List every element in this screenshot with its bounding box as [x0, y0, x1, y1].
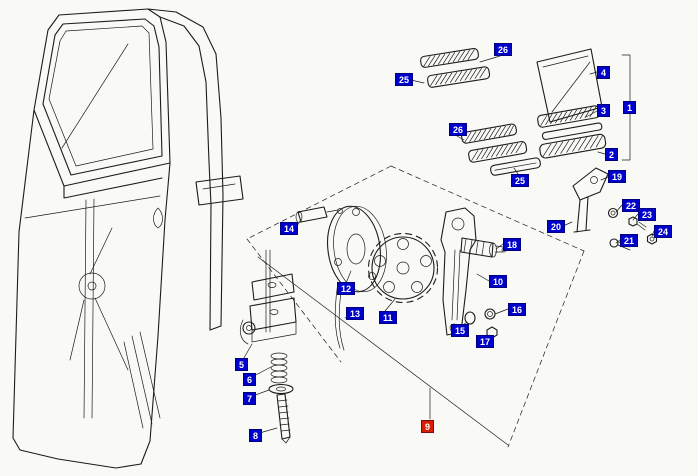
- part-label-24[interactable]: 24: [654, 225, 673, 238]
- part-label-8[interactable]: 8: [249, 429, 263, 442]
- channel-strip: [420, 47, 479, 68]
- washer-part: [268, 383, 294, 395]
- part-label-21[interactable]: 21: [620, 234, 639, 247]
- part-label-23[interactable]: 23: [638, 208, 657, 221]
- part-label-12[interactable]: 12: [337, 282, 356, 295]
- part-label-9[interactable]: 9: [421, 420, 435, 433]
- part-label-2[interactable]: 2: [605, 148, 619, 161]
- part-label-7[interactable]: 7: [243, 392, 257, 405]
- washer-part: [607, 207, 619, 219]
- part-label-13[interactable]: 13: [346, 307, 365, 320]
- glass-run-strip: [541, 122, 603, 140]
- door-drawing: [12, 8, 244, 469]
- part-label-17[interactable]: 17: [476, 335, 495, 348]
- part-label-11[interactable]: 11: [379, 311, 397, 324]
- channel-strip: [461, 123, 517, 144]
- part-label-25[interactable]: 25: [395, 73, 414, 86]
- part-label-4[interactable]: 4: [597, 66, 611, 79]
- spring-part: [270, 352, 288, 384]
- part-label-1[interactable]: 1: [623, 101, 637, 114]
- part-label-15[interactable]: 15: [451, 324, 470, 337]
- part-label-18[interactable]: 18: [503, 238, 522, 251]
- part-label-26[interactable]: 26: [449, 123, 468, 136]
- part-label-25[interactable]: 25: [511, 174, 530, 187]
- regulator-backplate: [440, 207, 477, 336]
- part-label-16[interactable]: 16: [508, 303, 527, 316]
- channel-strip: [468, 141, 528, 163]
- channel-strip: [539, 133, 607, 159]
- part-label-20[interactable]: 20: [547, 220, 566, 233]
- part-label-26[interactable]: 26: [494, 43, 513, 56]
- sprocket-gear: [367, 232, 439, 304]
- part-label-19[interactable]: 19: [608, 170, 627, 183]
- part-label-3[interactable]: 3: [597, 104, 611, 117]
- part-label-10[interactable]: 10: [489, 275, 508, 288]
- screw-part: [628, 216, 647, 231]
- part-label-6[interactable]: 6: [243, 373, 257, 386]
- part-label-22[interactable]: 22: [622, 199, 641, 212]
- lifter-bracket: [572, 167, 609, 233]
- part-label-5[interactable]: 5: [235, 358, 249, 371]
- guide-bracket-assembly: [239, 249, 297, 345]
- bolt-part: [276, 393, 291, 444]
- part-label-14[interactable]: 14: [280, 222, 299, 235]
- channel-strip: [427, 66, 491, 88]
- roller-shaft: [460, 237, 507, 258]
